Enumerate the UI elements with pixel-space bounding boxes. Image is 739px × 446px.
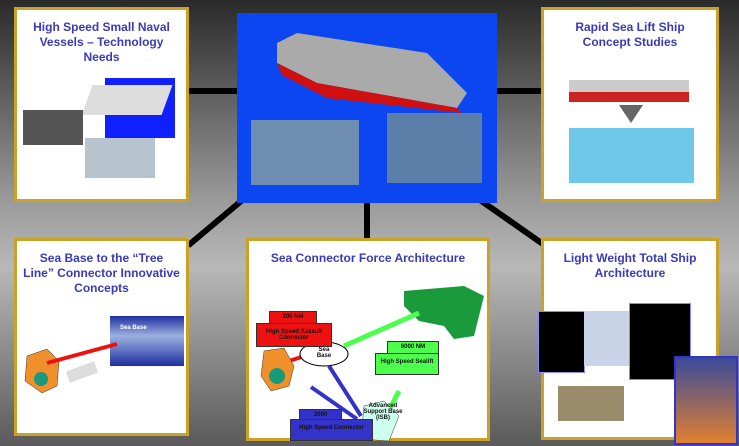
connector-line <box>188 88 238 94</box>
vessel-image <box>85 138 155 178</box>
sealift-box: High Speed Sealift <box>375 353 439 375</box>
ship-photo <box>387 113 482 183</box>
high-speed-connector-box: High Speed Connector <box>290 419 373 441</box>
shore-arrow-diagram <box>24 342 118 394</box>
assault-connector-box: High Speed Assault Connector <box>256 323 332 347</box>
panel-rapid-sea-lift: Rapid Sea Lift Ship Concept Studies <box>541 7 719 202</box>
sea-base-label: Sea Base <box>120 325 147 331</box>
panel-title: Light Weight Total Ship Architecture <box>563 251 697 280</box>
sea-base-image: Sea Base <box>110 316 184 366</box>
ship-illustration <box>277 33 467 113</box>
panel-small-naval-vessels: High Speed Small Naval Vessels – Technol… <box>14 7 189 202</box>
panel-title: High Speed Small Naval Vessels – Technol… <box>33 20 170 64</box>
vessel-image <box>23 110 83 145</box>
down-arrow-icon <box>619 105 643 123</box>
advanced-support-base-label: Advanced Support Base (ISB) <box>363 403 403 421</box>
center-ship-panel <box>237 13 497 203</box>
connector-line <box>364 202 370 238</box>
ship-image <box>569 128 694 183</box>
ship-image <box>584 311 634 366</box>
panel-title: Rapid Sea Lift Ship Concept Studies <box>575 20 685 49</box>
sea-base-label: Sea Base <box>316 347 332 359</box>
ship-photo <box>251 120 359 185</box>
drawing-image <box>538 311 585 373</box>
connector-line <box>186 198 244 248</box>
panel-title: Sea Base to the “Tree Line” Connector In… <box>23 251 180 295</box>
panel-title: Sea Connector Force Architecture <box>270 251 466 265</box>
panel-light-weight-ship: Light Weight Total Ship Architecture <box>538 238 738 445</box>
connector-line <box>496 88 542 94</box>
welding-photo <box>674 356 738 445</box>
panel-tree-line-connector: Sea Base to the “Tree Line” Connector In… <box>14 238 189 436</box>
panel-sea-connector-force: Sea Connector Force Architecture 200 NM … <box>246 238 490 442</box>
vessel-image <box>81 85 173 115</box>
ship-image <box>569 80 689 102</box>
photo-image <box>558 386 624 421</box>
